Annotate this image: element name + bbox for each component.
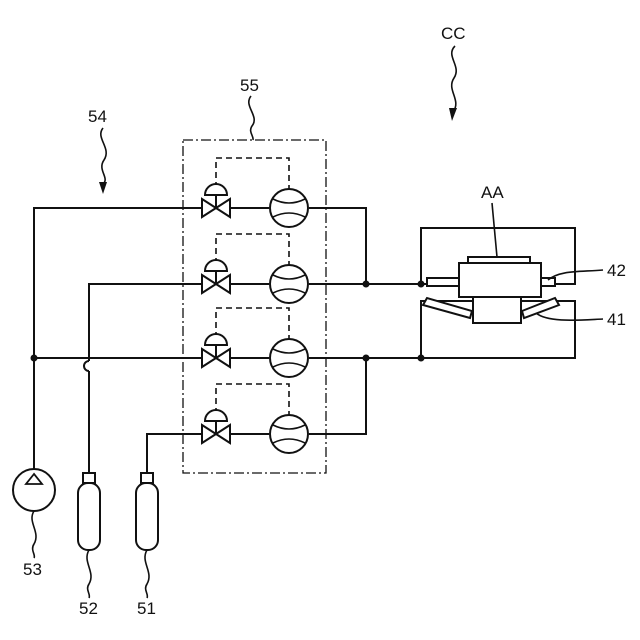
outlet-line-1 — [309, 208, 366, 284]
flow-meter-icon — [270, 189, 308, 227]
actuator-icon — [205, 410, 227, 421]
label-aa: AA — [481, 183, 504, 202]
junction-dot — [363, 281, 370, 288]
lower-part — [473, 297, 521, 323]
outlet-line-4 — [309, 358, 366, 434]
label-54: 54 — [88, 107, 107, 126]
label-52: 52 — [79, 599, 98, 618]
upper-part — [459, 263, 541, 297]
label-53: 53 — [23, 560, 42, 579]
junction-dot — [31, 355, 38, 362]
leader-line-51 — [145, 550, 149, 598]
line-51 — [147, 434, 203, 473]
top-plate — [468, 257, 530, 263]
leader-line-aa — [492, 203, 497, 257]
leader-line-54 — [101, 128, 106, 184]
junction-dot — [363, 355, 370, 362]
arrowhead-icon — [99, 182, 107, 194]
line-52-crossover — [84, 361, 89, 371]
label-cc: CC — [441, 24, 466, 43]
actuator-icon — [205, 260, 227, 271]
signal-line — [216, 308, 289, 339]
signal-line — [216, 158, 289, 189]
control-row-1 — [202, 158, 308, 227]
control-row-3 — [202, 308, 308, 377]
label-41: 41 — [607, 310, 626, 329]
cylinder-52-valve — [83, 473, 95, 483]
leader-line-41 — [536, 313, 603, 320]
control-row-2 — [202, 234, 308, 303]
flow-meter-icon — [270, 415, 308, 453]
apparatus-aa — [421, 228, 575, 358]
flow-meter-icon — [270, 265, 308, 303]
actuator-icon — [205, 334, 227, 345]
signal-line — [216, 234, 289, 265]
control-row-4 — [202, 384, 308, 453]
cylinder-51-valve — [141, 473, 153, 483]
signal-line — [216, 384, 289, 415]
label-42: 42 — [607, 261, 626, 280]
line-52-upper — [89, 284, 203, 361]
leader-line-53 — [32, 511, 36, 558]
cylinder-52 — [78, 483, 100, 550]
cylinder-51 — [136, 483, 158, 550]
arrowhead-icon — [449, 108, 457, 121]
leader-line-cc — [452, 46, 457, 112]
leader-line-55 — [249, 96, 254, 140]
left-port — [427, 278, 459, 286]
leader-line-52 — [87, 550, 91, 598]
actuator-icon — [205, 184, 227, 195]
flow-meter-icon — [270, 339, 308, 377]
label-55: 55 — [240, 76, 259, 95]
label-51: 51 — [137, 599, 156, 618]
